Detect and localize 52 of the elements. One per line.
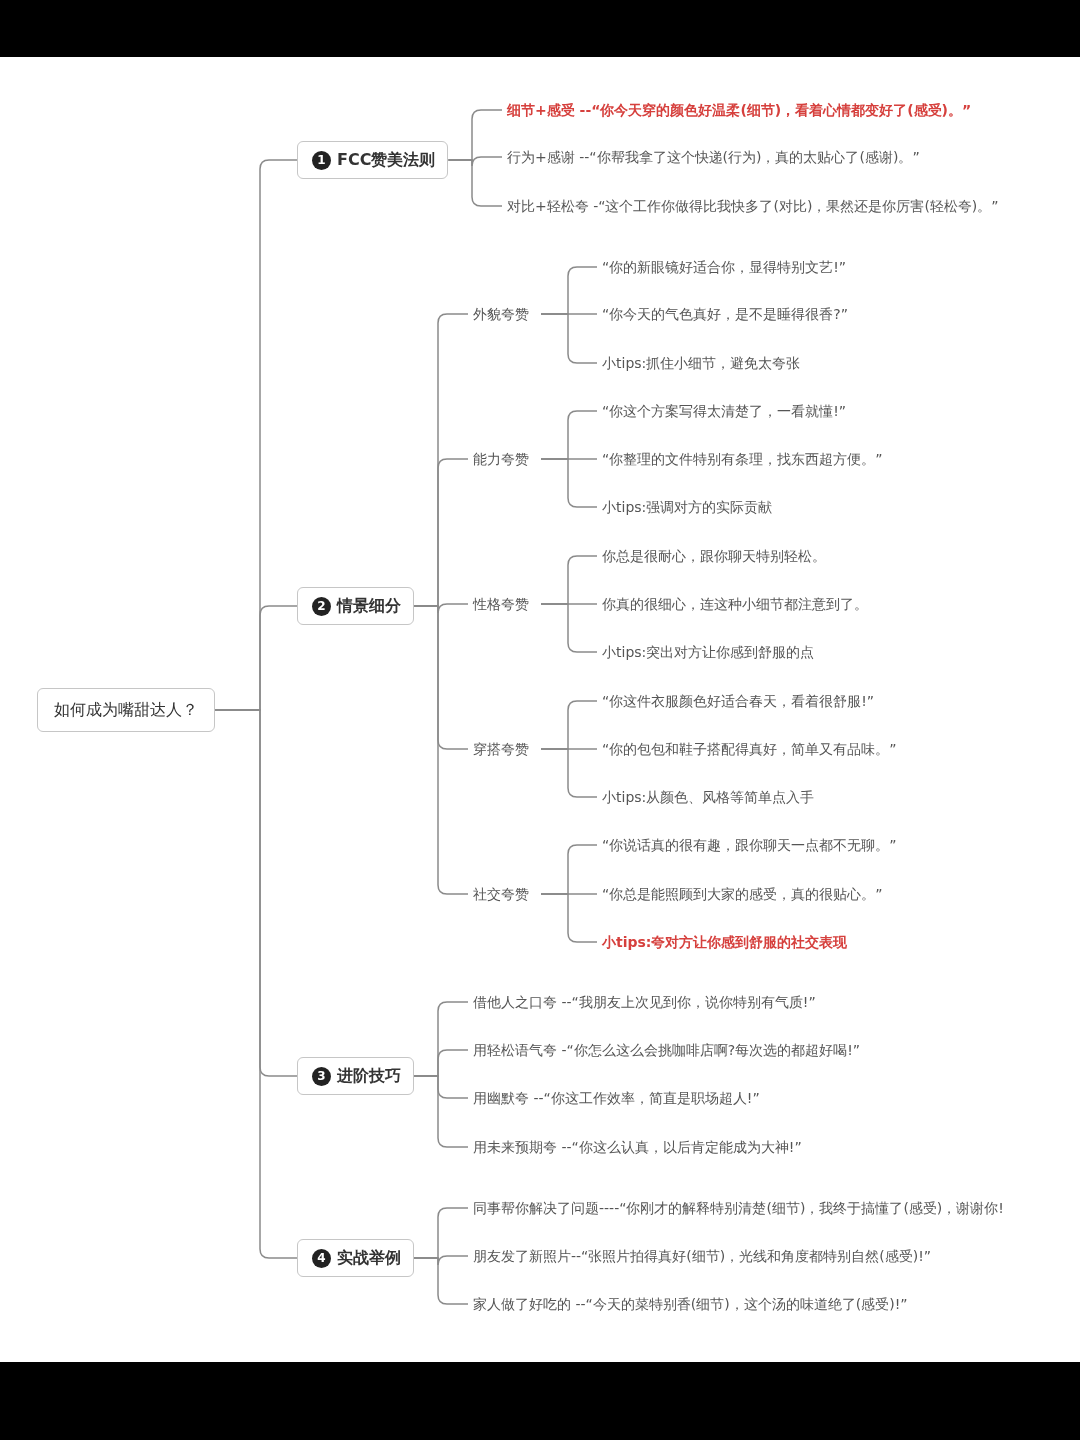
branch-title: 情景细分: [337, 596, 401, 616]
leaf-text: 你总是很耐心，跟你聊天特别轻松。: [602, 547, 826, 565]
number-badge: 3: [312, 1066, 331, 1086]
leaf-text: “你的新眼镜好适合你，显得特别文艺!”: [602, 258, 847, 276]
leaf-text: 小tips:抓住小细节，避免太夸张: [602, 354, 801, 372]
branch-box: [297, 587, 414, 625]
leaf-text: “你这件衣服颜色好适合春天，看着很舒服!”: [602, 692, 875, 710]
leaf-text: 对比+轻松夸 -“这个工作你做得比我快多了(对比)，果然还是你厉害(轻松夸)。”: [507, 197, 999, 215]
number-badge: 1: [312, 150, 331, 170]
category-label: 社交夸赞: [473, 885, 529, 903]
category-label: 外貌夸赞: [473, 305, 529, 323]
leaf-text: 小tips:突出对方让你感到舒服的点: [602, 643, 815, 661]
category-label: 性格夸赞: [473, 595, 529, 613]
leaf-text: 细节+感受 --“你今天穿的颜色好温柔(细节)，看着心情都变好了(感受)。”: [507, 101, 972, 119]
connector-line: [540, 603, 598, 653]
connector-line: [413, 1257, 469, 1305]
leaf-text: “你的包包和鞋子搭配得真好，简单又有品味。”: [602, 740, 897, 758]
connector-line: [540, 893, 598, 943]
leaf-text: “你这个方案写得太清楚了，一看就懂!”: [602, 402, 847, 420]
leaf-text: “你今天的气色真好，是不是睡得很香?”: [602, 305, 848, 323]
leaf-text: 朋友发了新照片--“张照片拍得真好(细节)，光线和角度都特别自然(感受)!”: [473, 1247, 932, 1265]
leaf-text: “你说话真的很有趣，跟你聊天一点都不无聊。”: [602, 836, 897, 854]
leaf-text: 用未来预期夸 --“你这么认真，以后肯定能成为大神!”: [473, 1138, 802, 1156]
branch-box: [297, 141, 449, 179]
connector-line: [540, 313, 598, 364]
leaf-text: 同事帮你解决了问题----“你刚才的解释特别清楚(细节)，我终于搞懂了(感受)，谢谢你!: [473, 1199, 1004, 1217]
leaf-text: “你总是能照顾到大家的感受，真的很贴心。”: [602, 885, 883, 903]
branch-box: [297, 1239, 414, 1277]
leaf-text: 小tips:从颜色、风格等简单点入手: [602, 788, 815, 806]
leaf-text: 借他人之口夸 --“我朋友上次见到你，说你特别有气质!”: [473, 993, 816, 1011]
leaf-text: “你整理的文件特别有条理，找东西超方便。”: [602, 450, 883, 468]
leaf-text: 家人做了好吃的 --“今天的菜特别香(细节)，这个汤的味道绝了(感受)!”: [473, 1295, 908, 1313]
leaf-text: 用幽默夸 --“你这工作效率，简直是职场超人!”: [473, 1089, 760, 1107]
category-label: 能力夸赞: [473, 450, 529, 468]
leaf-text: 小tips:夸对方让你感到舒服的社交表现: [602, 933, 848, 951]
leaf-text: 小tips:强调对方的实际贡献: [602, 498, 773, 516]
branch-title: FCC赞美法则: [337, 150, 436, 170]
connector-line: [447, 159, 503, 207]
category-label: 穿搭夸赞: [473, 740, 529, 758]
number-badge: 2: [312, 596, 331, 616]
connector-line: [413, 605, 469, 895]
leaf-text: 用轻松语气夸 -“你怎么这么会挑咖啡店啊?每次选的都超好喝!”: [473, 1041, 861, 1059]
topic-box: 如何成为嘴甜达人？: [37, 688, 215, 732]
connector-line: [540, 748, 598, 798]
connector-line: [540, 458, 598, 508]
number-badge: 4: [312, 1248, 331, 1268]
branch-title: 进阶技巧: [337, 1066, 401, 1086]
connector-line: [413, 1075, 469, 1148]
leaf-text: 你真的很细心，连这种小细节都注意到了。: [602, 595, 868, 613]
branch-box: [297, 1057, 414, 1095]
branch-title: 实战举例: [337, 1248, 401, 1268]
leaf-text: 行为+感谢 --“你帮我拿了这个快递(行为)，真的太贴心了(感谢)。”: [507, 148, 920, 166]
